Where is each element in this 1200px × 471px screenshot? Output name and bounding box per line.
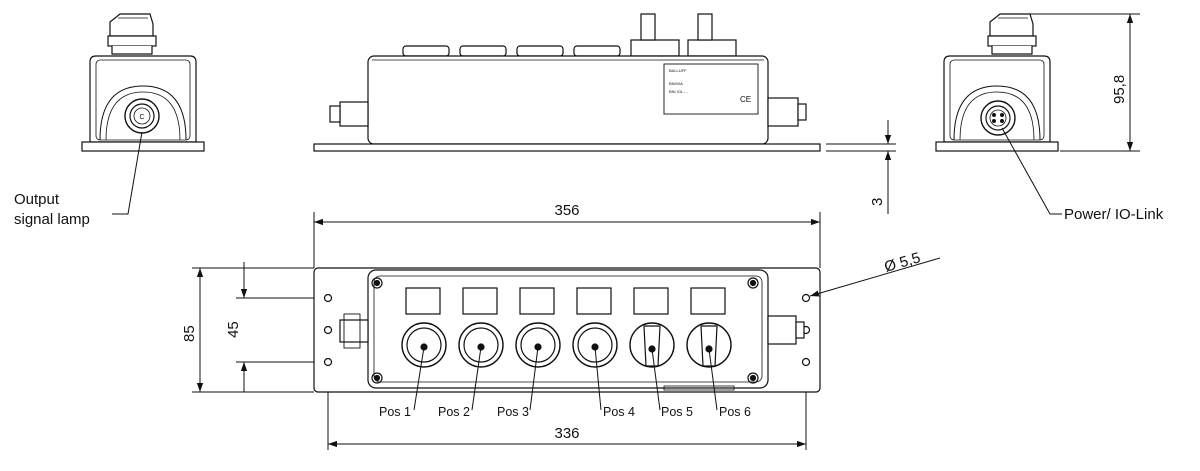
top-view xyxy=(313,267,821,393)
left-end-view xyxy=(81,13,205,152)
power-io-link-leader xyxy=(1001,127,1062,215)
pos-2-label: Pos 2 xyxy=(438,405,470,419)
pos-5-label: Pos 5 xyxy=(661,405,693,419)
length-356-dimension xyxy=(313,212,821,268)
label-brand: BALLUFF xyxy=(669,68,687,73)
hole-diameter-value: Ø 5,5 xyxy=(882,249,922,275)
length-336-value: 336 xyxy=(554,425,579,442)
thickness-dimension xyxy=(826,120,896,214)
label-type: BNI IOL-... xyxy=(669,89,688,94)
pos-4-label: Pos 4 xyxy=(603,405,635,419)
lamp-center-mark: C xyxy=(139,114,144,121)
position-leaders xyxy=(413,346,718,411)
height-value: 95,8 xyxy=(1111,75,1128,104)
output-lamp-label-line1: Output xyxy=(14,191,60,208)
width-85-value: 85 xyxy=(181,325,198,342)
pos-6-label: Pos 6 xyxy=(719,405,751,419)
hole-diameter-leader xyxy=(809,257,941,297)
width-45-dimension xyxy=(236,262,322,392)
width-45-value: 45 xyxy=(225,321,242,338)
width-85-dimension xyxy=(192,267,314,393)
pos-1-label: Pos 1 xyxy=(379,405,411,419)
power-io-link-label: Power/ IO-Link xyxy=(1064,206,1164,223)
height-dimension xyxy=(1010,13,1140,152)
pos-3-label: Pos 3 xyxy=(497,405,529,419)
label-ce-badge: CE xyxy=(740,95,751,104)
side-view xyxy=(313,13,821,152)
output-lamp-label-line2: signal lamp xyxy=(14,211,90,228)
label-code: BNI00A xyxy=(669,81,683,86)
output-lamp-leader xyxy=(112,131,143,215)
length-356-value: 356 xyxy=(554,202,579,219)
thickness-value: 3 xyxy=(869,198,886,206)
right-end-view xyxy=(935,13,1059,152)
